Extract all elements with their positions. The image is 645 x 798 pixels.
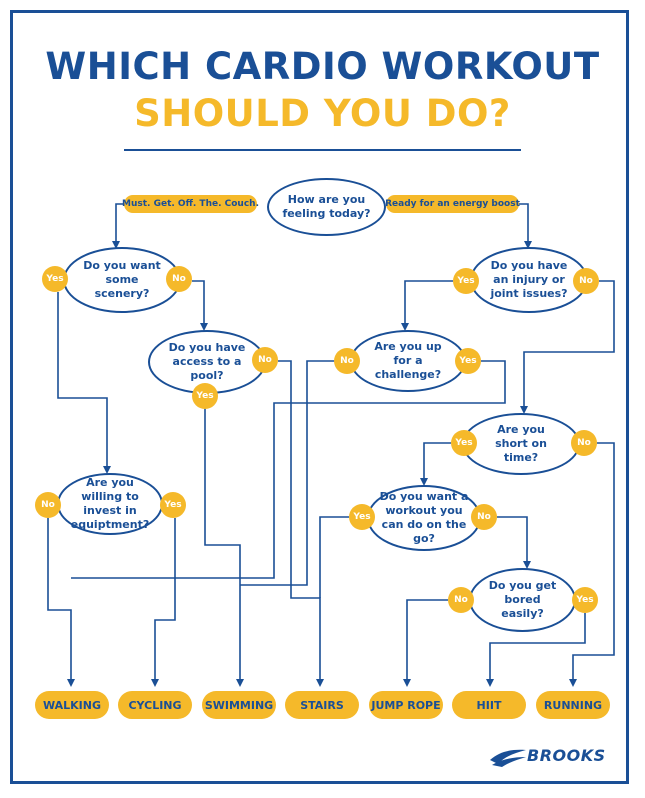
branch-pill-right: Ready for an energy boost bbox=[385, 195, 520, 213]
challenge-no-dot: No bbox=[334, 348, 360, 374]
connector-challenge-yes bbox=[71, 360, 506, 579]
onthego-yes-dot: Yes bbox=[349, 504, 375, 530]
challenge-yes-dot: Yes bbox=[455, 348, 481, 374]
connector-pool-no bbox=[278, 360, 324, 687]
connector-right-branch bbox=[518, 203, 532, 249]
question-feeling-today: How are you feeling today? bbox=[267, 178, 386, 236]
onthego-no-dot: No bbox=[471, 504, 497, 530]
connector-scenery-yes bbox=[57, 292, 111, 474]
connector-onthego-no bbox=[497, 516, 531, 569]
outcome-hiit: HIIT bbox=[452, 691, 526, 719]
scenery-yes-dot: Yes bbox=[42, 266, 68, 292]
poster-frame bbox=[10, 10, 629, 784]
bored-no-dot: No bbox=[448, 587, 474, 613]
question-injury: Do you have an injury or joint issues? bbox=[470, 247, 588, 313]
injury-no-dot: No bbox=[573, 268, 599, 294]
connector-left-branch bbox=[112, 203, 124, 249]
connector-pool-yes bbox=[204, 408, 244, 687]
title-line-1: WHICH CARDIO WORKOUT bbox=[45, 45, 600, 88]
equipment-yes-dot: Yes bbox=[160, 492, 186, 518]
short-yes-dot: Yes bbox=[451, 430, 477, 456]
connector-injury-yes bbox=[401, 280, 453, 331]
bored-yes-dot: Yes bbox=[572, 587, 598, 613]
connector-scenery-no bbox=[192, 280, 208, 331]
question-challenge: Are you up for a challenge? bbox=[350, 330, 466, 392]
pool-yes-dot: Yes bbox=[192, 383, 218, 409]
equipment-no-dot: No bbox=[35, 492, 61, 518]
title-divider bbox=[124, 149, 521, 151]
injury-yes-dot: Yes bbox=[453, 268, 479, 294]
outcome-walking: WALKING bbox=[35, 691, 109, 719]
outcome-jump-rope: JUMP ROPE bbox=[369, 691, 443, 719]
outcome-swimming: SWIMMING bbox=[202, 691, 276, 719]
branch-pill-left: Must. Get. Off. The. Couch. bbox=[122, 195, 259, 213]
question-on-the-go: Do you want a workout you can do on the … bbox=[367, 485, 481, 551]
question-scenery: Do you want some scenery? bbox=[63, 247, 181, 313]
title-line-2: SHOULD YOU DO? bbox=[134, 92, 511, 135]
short-no-dot: No bbox=[571, 430, 597, 456]
brand-name: BROOKS bbox=[527, 746, 606, 765]
connector-short-yes bbox=[420, 442, 451, 486]
question-equipment: Are you willing to invest in equiptment? bbox=[57, 473, 163, 535]
brooks-logo-icon bbox=[490, 749, 526, 767]
scenery-no-dot: No bbox=[166, 266, 192, 292]
connector-short-no bbox=[569, 442, 615, 687]
outcome-running: RUNNING bbox=[536, 691, 610, 719]
outcome-stairs: STAIRS bbox=[285, 691, 359, 719]
connector-injury-no bbox=[520, 280, 615, 414]
connector-onthego-yes bbox=[319, 516, 349, 598]
connector-bored-yes bbox=[486, 613, 586, 687]
connector-equipment-yes bbox=[151, 518, 176, 687]
question-short-on-time: Are you short on time? bbox=[462, 413, 580, 475]
outcome-cycling: CYCLING bbox=[118, 691, 192, 719]
pool-no-dot: No bbox=[252, 347, 278, 373]
connector-equipment-no bbox=[47, 518, 75, 687]
connector-bored-no bbox=[403, 599, 448, 687]
question-bored: Do you get bored easily? bbox=[469, 568, 576, 632]
connector-challenge-no bbox=[240, 360, 336, 586]
